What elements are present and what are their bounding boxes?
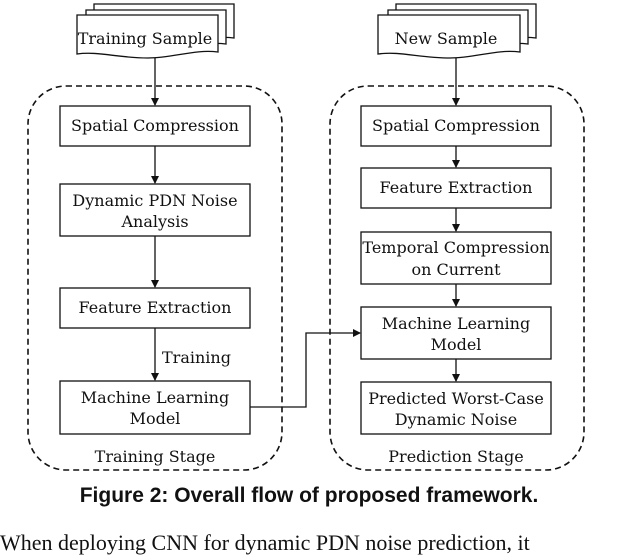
new-sample-node: New Sample [377, 3, 537, 59]
prediction-feature-extraction-box: Feature Extraction [360, 167, 552, 209]
svg-text:Machine Learning: Machine Learning [81, 388, 229, 407]
training-edge-label: Training [162, 348, 231, 367]
svg-text:Spatial Compression: Spatial Compression [372, 116, 540, 135]
training-sample-label: Training Sample [78, 29, 213, 48]
figure-caption: Figure 2: Overall flow of proposed frame… [79, 484, 539, 507]
svg-text:Dynamic Noise: Dynamic Noise [395, 410, 517, 429]
prediction-ml-model-box: Machine Learning Model [360, 306, 552, 360]
svg-text:Model: Model [431, 335, 482, 354]
framework-flow-diagram: Training Sample New Sample Spatial Compr… [27, 3, 585, 471]
svg-text:on Current: on Current [411, 260, 501, 279]
svg-text:Machine Learning: Machine Learning [382, 314, 530, 333]
new-sample-label: New Sample [395, 29, 498, 48]
arrow-trained-model-to-prediction-model [250, 329, 361, 408]
svg-text:Spatial Compression: Spatial Compression [71, 116, 239, 135]
training-spatial-compression-box: Spatial Compression [59, 105, 251, 147]
svg-text:Feature Extraction: Feature Extraction [79, 298, 232, 317]
svg-text:Predicted Worst-Case: Predicted Worst-Case [368, 389, 544, 408]
training-ml-model-box: Machine Learning Model [59, 380, 251, 435]
training-stage-label: Training Stage [95, 447, 216, 466]
prediction-stage-label: Prediction Stage [388, 447, 523, 466]
training-stage-container [27, 85, 283, 471]
temporal-compression-box: Temporal Compression on Current [360, 231, 552, 285]
svg-text:Feature Extraction: Feature Extraction [380, 178, 533, 197]
svg-text:Dynamic PDN Noise: Dynamic PDN Noise [72, 191, 237, 210]
prediction-stage-container [329, 85, 585, 471]
body-text-fragment: When deploying CNN for dynamic PDN noise… [0, 530, 530, 555]
svg-text:Model: Model [130, 409, 181, 428]
prediction-spatial-compression-box: Spatial Compression [360, 105, 552, 147]
predicted-noise-output-box: Predicted Worst-Case Dynamic Noise [360, 381, 552, 435]
noise-analysis-box: Dynamic PDN Noise Analysis [59, 183, 251, 237]
svg-text:Analysis: Analysis [120, 212, 188, 231]
training-feature-extraction-box: Feature Extraction [59, 287, 251, 329]
training-sample-node: Training Sample [76, 3, 235, 59]
svg-text:Temporal Compression: Temporal Compression [362, 238, 549, 257]
